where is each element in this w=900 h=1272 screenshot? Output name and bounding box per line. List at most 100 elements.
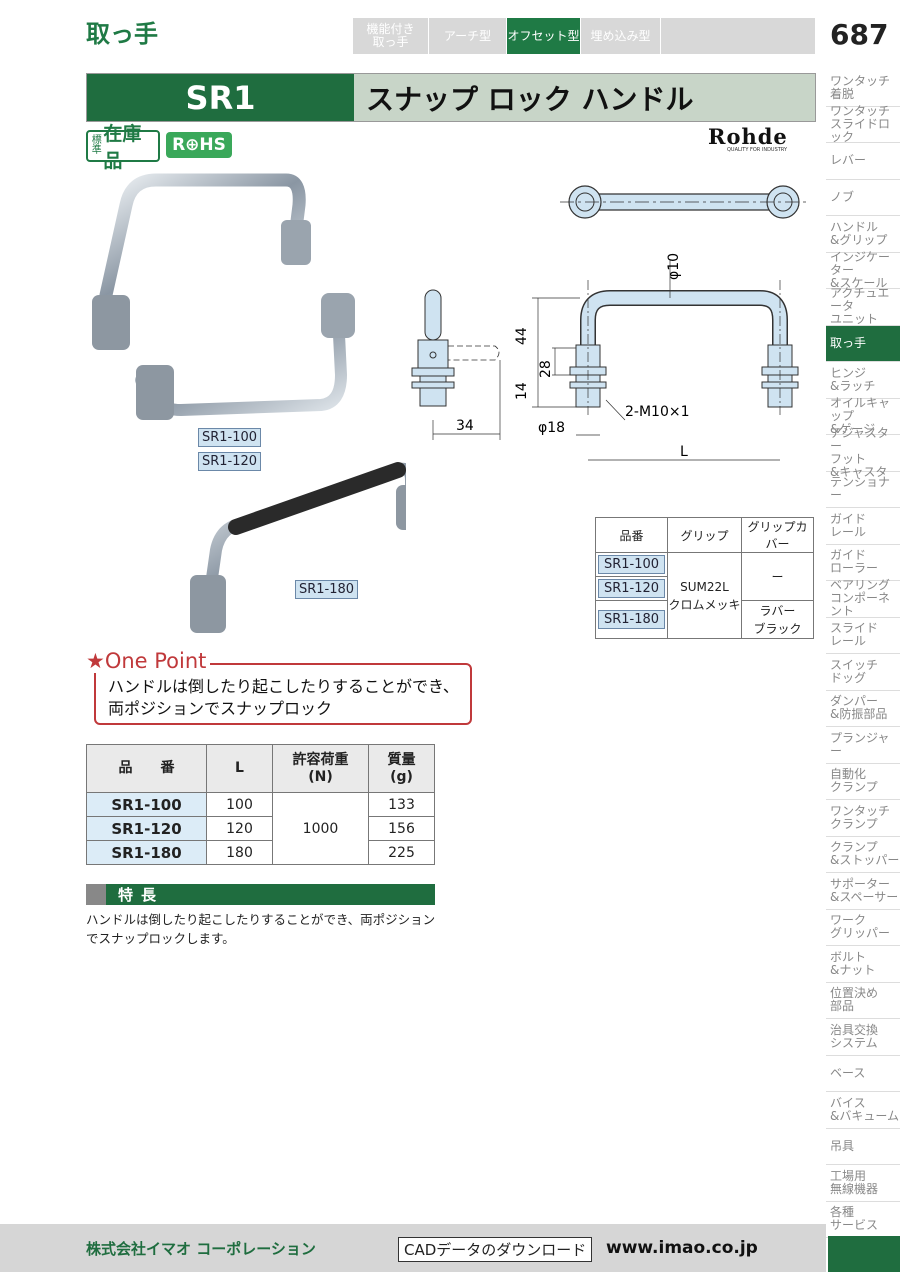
sidenav-item-27[interactable]: ベース — [826, 1056, 900, 1092]
one-point-box — [94, 663, 472, 725]
sidenav-item-20[interactable]: ワンタッチ クランプ — [826, 800, 900, 837]
spec-table: 品 番 L 許容荷重 (N) 質量 (g) SR1-100 100 1000 1… — [86, 744, 435, 865]
features-header: 特長 — [86, 884, 435, 905]
grip-table-header-cover: グリップカバー — [741, 517, 814, 553]
sidenav-item-0[interactable]: ワンタッチ 着脱 — [826, 70, 900, 107]
dim-phi10: φ10 — [666, 253, 682, 280]
spec-header-load: 許容荷重 (N) — [272, 744, 369, 793]
handle-100-right-mount — [281, 220, 311, 265]
stock-badge-label: 在庫品 — [103, 123, 142, 172]
sidenav-item-30[interactable]: 工場用 無線機器 — [826, 1165, 900, 1202]
page-number: 687 — [830, 18, 889, 51]
sidenav-item-3[interactable]: ノブ — [826, 180, 900, 216]
sidenav-item-12[interactable]: ガイド レール — [826, 508, 900, 545]
product-name: スナップ ロック ハンドル — [354, 74, 815, 121]
stock-badge: 標準 在庫品 — [86, 123, 160, 172]
brand-tagline: QUALITY FOR INDUSTRY — [727, 147, 788, 153]
spec-header-L: L — [206, 744, 273, 793]
sidenav-item-2[interactable]: レバー — [826, 143, 900, 180]
handle-180-rubber-cover — [228, 462, 406, 535]
top-view — [560, 185, 810, 219]
sidenav-item-5[interactable]: インジケーター &スケール — [826, 250, 900, 289]
sidenav-item-14[interactable]: ベアリング コンポーネント — [826, 579, 900, 618]
product-title-bar: SR1 スナップ ロック ハンドル — [86, 73, 816, 122]
spec-mass: 225 — [368, 840, 435, 865]
handle-120-left-mount — [136, 365, 174, 420]
grip-table-cover-bottom: ラバー ブラック — [741, 600, 814, 639]
grip-table-cover-top: ー — [741, 552, 814, 601]
spec-model: SR1-180 — [86, 840, 207, 865]
features-marker — [86, 884, 106, 905]
technical-drawing: φ10 44 28 14 φ18 2-M10×1 34 L — [411, 185, 810, 461]
one-point-text: ハンドルは倒したり起こしたりすることができ、 両ポジションでスナップロック — [108, 676, 459, 720]
tab-1[interactable]: アーチ型 — [429, 18, 507, 54]
one-point-line-2: 両ポジションでスナップロック — [108, 699, 333, 718]
sidenav-item-28[interactable]: バイス &バキューム — [826, 1092, 900, 1129]
photo-tag-sr1-100: SR1-100 — [198, 428, 262, 447]
footer-company: 株式会社イマオ コーポレーション — [86, 1240, 316, 1258]
stock-badge-small: 標準 — [91, 135, 102, 156]
side-view — [411, 289, 501, 440]
footer-tab — [828, 1236, 900, 1272]
subcategory-tabs: 機能付き 取っ手アーチ型オフセット型埋め込み型 — [353, 18, 815, 54]
dim-34: 34 — [456, 418, 474, 434]
sidenav-item-10[interactable]: アジャスター フット &キャスタ — [826, 426, 900, 478]
sidenav-item-11[interactable]: テンショナー — [826, 472, 900, 508]
tab-3[interactable]: 埋め込み型 — [581, 18, 661, 54]
sidenav-item-4[interactable]: ハンドル &グリップ — [826, 216, 900, 253]
sidenav-item-16[interactable]: スイッチ ドッグ — [826, 654, 900, 691]
spec-model: SR1-120 — [86, 816, 207, 841]
dimension-lines — [532, 260, 780, 461]
features-text: ハンドルは倒したり起こしたりすることができ、両ポジションでスナップロックします。 — [86, 912, 436, 946]
sidenav-item-13[interactable]: ガイド ローラー — [826, 545, 900, 581]
sidenav-item-15[interactable]: スライド レール — [826, 618, 900, 654]
sidenav-item-24[interactable]: ボルト &ナット — [826, 946, 900, 983]
spec-header-model: 品 番 — [86, 744, 207, 793]
sidenav-item-8[interactable]: ヒンジ &ラッチ — [826, 362, 900, 399]
side-nav: ワンタッチ 着脱ワンタッチ スライドロックレバーノブハンドル &グリップインジケ… — [826, 70, 900, 1238]
one-point-line-1: ハンドルは倒したり起こしたりすることができ、 — [108, 677, 459, 696]
features-title: 特長 — [118, 886, 165, 904]
spec-header-mass: 質量 (g) — [368, 744, 435, 793]
spec-load: 1000 — [272, 792, 369, 865]
spec-L: 100 — [206, 792, 273, 817]
sidenav-item-23[interactable]: ワーク グリッパー — [826, 910, 900, 946]
dim-28: 28 — [538, 360, 554, 378]
sidenav-item-21[interactable]: クランプ &ストッパー — [826, 837, 900, 873]
cad-download-link[interactable]: CADデータのダウンロード — [398, 1237, 593, 1262]
sidenav-item-25[interactable]: 位置決め 部品 — [826, 983, 900, 1019]
grip-table-cell: SR1-100 — [595, 552, 668, 577]
sidenav-item-31[interactable]: 各種 サービス — [826, 1202, 900, 1238]
sidenav-item-7[interactable]: 取っ手 — [826, 325, 900, 362]
sidenav-item-9[interactable]: オイルキャップ &ゲージ — [826, 396, 900, 435]
grip-table-model: SR1-180 — [598, 610, 665, 629]
handle-100-grip — [99, 173, 306, 302]
sidenav-item-26[interactable]: 治具交換 システム — [826, 1019, 900, 1056]
sidenav-item-1[interactable]: ワンタッチ スライドロック — [826, 104, 900, 143]
dim-44: 44 — [514, 327, 530, 345]
rohs-badge: R⊕HS — [166, 132, 232, 158]
one-point-title: ★One Point — [86, 649, 211, 673]
spec-L: 120 — [206, 816, 273, 841]
handle-180-right-mount — [396, 485, 406, 530]
sidenav-item-19[interactable]: 自動化 クランプ — [826, 764, 900, 800]
tab-2[interactable]: オフセット型 — [507, 18, 581, 54]
grip-table-cell: SR1-180 — [595, 600, 668, 639]
sidenav-item-6[interactable]: アクチュエータ ユニット — [826, 287, 900, 326]
website-link[interactable]: www.imao.co.jp — [606, 1238, 758, 1258]
category-title: 取っ手 — [86, 20, 158, 48]
tab-0[interactable]: 機能付き 取っ手 — [353, 18, 429, 54]
grip-table-cell: SR1-120 — [595, 576, 668, 601]
dim-thread: 2-M10×1 — [625, 404, 690, 420]
sidenav-item-18[interactable]: プランジャー — [826, 727, 900, 764]
grip-table: 品番 グリップ グリップカバー SR1-100 SUM22L クロムメッキ ー … — [595, 517, 814, 639]
spec-row: SR1-120 120 156 — [86, 816, 435, 841]
sidenav-item-29[interactable]: 吊具 — [826, 1129, 900, 1165]
grip-table-model: SR1-120 — [598, 579, 665, 598]
product-photos — [92, 173, 406, 633]
sidenav-item-22[interactable]: サポーター &スペーサー — [826, 873, 900, 910]
grip-table-grip: SUM22L クロムメッキ — [667, 552, 742, 639]
photo-tag-sr1-120: SR1-120 — [198, 452, 262, 471]
spec-mass: 133 — [368, 792, 435, 817]
sidenav-item-17[interactable]: ダンパー &防振部品 — [826, 691, 900, 727]
